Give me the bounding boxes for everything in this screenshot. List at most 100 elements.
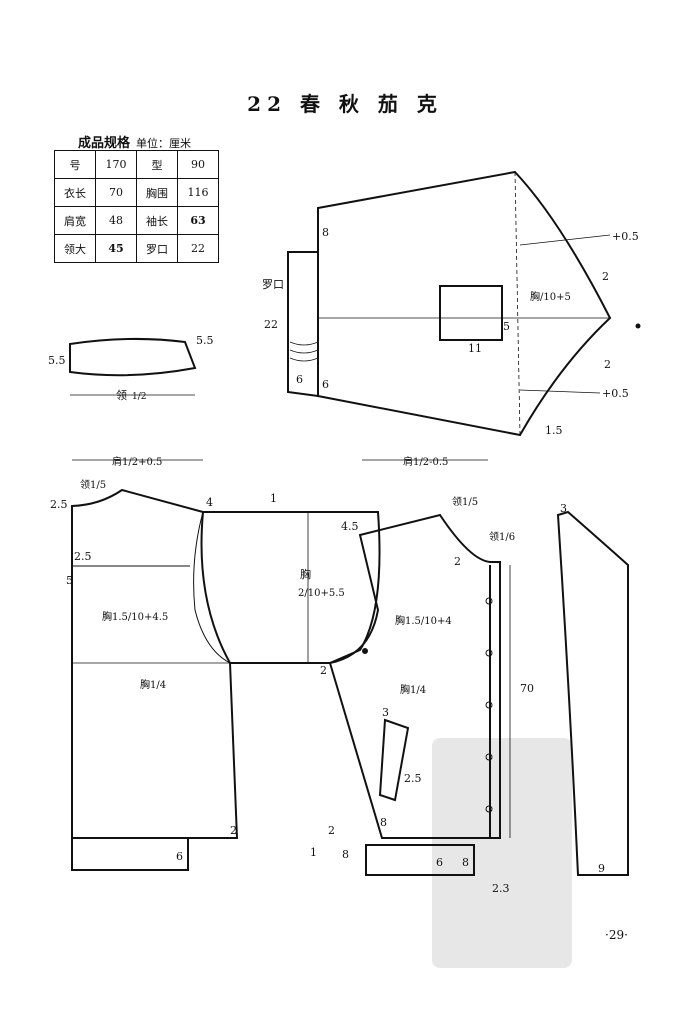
page-title: 22 春 秋 茄 克 <box>247 92 443 116</box>
front-label-8-a: 8 <box>380 816 387 829</box>
collar-label-55-right: 5.5 <box>196 334 214 347</box>
table-row: 肩宽 48 袖长 63 <box>54 206 219 235</box>
back-hem-band <box>71 837 189 871</box>
front-label-6: 6 <box>436 856 443 869</box>
back-label-6: 6 <box>176 850 183 863</box>
facing-label-9: 9 <box>598 862 605 875</box>
spec-cell: 170 <box>95 150 137 179</box>
notch-marker <box>362 648 368 654</box>
front-label-70: 70 <box>520 682 534 695</box>
front-label-2-mid: 2 <box>320 664 327 677</box>
spec-cell: 70 <box>95 178 137 207</box>
front-piece <box>328 513 501 839</box>
sleeve-cuff-22: 22 <box>264 318 278 331</box>
button-icon <box>485 805 493 813</box>
button-icon <box>485 753 493 761</box>
spec-cell: 45 <box>95 234 137 263</box>
spec-cell: 90 <box>177 150 219 179</box>
sleeve-pocket <box>439 285 503 341</box>
front-label-25: 2.5 <box>404 772 422 785</box>
page-number: ·29· <box>605 928 628 942</box>
spec-cell: 116 <box>177 178 219 207</box>
center-chest-formula: 2/10+5.5 <box>298 588 345 599</box>
front-ling15: 领1/5 <box>452 495 478 508</box>
spec-cell: 胸围 <box>136 178 178 207</box>
sleeve-label-6-right: 6 <box>322 378 329 391</box>
table-row: 衣长 70 胸围 116 <box>54 178 219 207</box>
center-armhole <box>203 511 381 664</box>
back-piece <box>71 488 239 839</box>
buttons <box>362 323 641 813</box>
spec-title: 成品规格 <box>78 136 131 151</box>
front-facing <box>556 510 629 876</box>
collar-label-ling: 领 <box>116 389 127 402</box>
facing-label-3: 3 <box>560 502 567 515</box>
front-label-2-top: 2 <box>454 555 461 568</box>
sleeve-vertical-line <box>514 171 521 436</box>
back-label-25-top: 2.5 <box>50 498 68 511</box>
notch-marker <box>635 323 641 329</box>
sleeve-diag-top <box>519 234 611 246</box>
sleeve-outline <box>317 170 612 437</box>
button-icon <box>485 597 493 605</box>
sleeve-label-plus05-top: +0.5 <box>612 230 639 243</box>
spec-cell: 领大 <box>54 234 96 263</box>
front-shoulder-label: 肩1/2-0.5 <box>403 455 448 468</box>
table-row: 号 170 型 90 <box>54 150 219 179</box>
sleeve-cuff <box>287 251 319 398</box>
front-label-8-c: 8 <box>462 856 469 869</box>
table-row: 领大 45 罗口 22 <box>54 234 219 263</box>
spec-cell: 号 <box>54 150 96 179</box>
front-label-23: 2.3 <box>492 882 510 895</box>
sleeve-chest-formula: 胸/10+5 <box>530 290 571 303</box>
spec-cell: 48 <box>95 206 137 235</box>
front-label-2-low: 2 <box>328 824 335 837</box>
back-chest-label: 胸1.5/10+4.5 <box>102 610 168 623</box>
spec-cell: 肩宽 <box>54 206 96 235</box>
spec-cell: 63 <box>177 206 219 235</box>
sleeve-diag-bot <box>519 389 601 394</box>
front-ling16: 领1/6 <box>489 530 515 543</box>
front-label-45: 4.5 <box>341 520 359 533</box>
spec-table: 号 170 型 90 衣长 70 胸围 116 肩宽 48 袖长 63 领大 4… <box>54 150 219 263</box>
spec-heading: 成品规格单位：厘米 <box>78 132 191 151</box>
sleeve-label-15: 1.5 <box>545 424 563 437</box>
front-pocket-flap <box>378 718 410 802</box>
collar-label-55-left: 5.5 <box>48 354 66 367</box>
collar-outline <box>69 337 197 377</box>
front-label-8-b: 8 <box>342 848 349 861</box>
sleeve-label-8: 8 <box>322 226 329 239</box>
sleeve-label-11: 11 <box>468 342 482 355</box>
center-label-1: 1 <box>270 492 277 505</box>
button-icon <box>485 701 493 709</box>
sleeve-label-2-top: 2 <box>602 270 609 283</box>
back-label-25-mid: 2.5 <box>74 550 92 563</box>
spec-cell: 衣长 <box>54 178 96 207</box>
button-icon <box>485 649 493 657</box>
sleeve-cuff-ribs <box>289 341 319 362</box>
front-chest-quarter: 胸1/4 <box>400 683 426 696</box>
spec-cell: 22 <box>177 234 219 263</box>
front-hem-band <box>365 844 475 876</box>
sleeve-cuff-label: 罗口 <box>262 278 284 291</box>
sleeve-label-2-bot: 2 <box>604 358 611 371</box>
sleeve-label-5: 5 <box>503 320 510 333</box>
watermark-stamp <box>432 738 572 968</box>
back-ling15: 领1/5 <box>80 478 106 491</box>
sleeve-label-plus05-bot: +0.5 <box>602 387 629 400</box>
front-chest-label: 胸1.5/10+4 <box>395 614 452 627</box>
back-shoulder-label: 肩1/2+0.5 <box>112 455 162 468</box>
spec-unit: 单位：厘米 <box>136 137 192 150</box>
spec-cell: 罗口 <box>136 234 178 263</box>
front-label-3: 3 <box>382 706 389 719</box>
center-chest-label: 胸 <box>300 567 311 581</box>
back-label-4: 4 <box>206 496 213 509</box>
collar-label-half: 1/2 <box>132 392 146 402</box>
back-armhole-curve <box>193 511 231 664</box>
back-chest-quarter: 胸1/4 <box>140 678 166 691</box>
back-label-2: 2 <box>230 824 237 837</box>
front-label-1: 1 <box>310 846 317 859</box>
sleeve-label-6-left: 6 <box>296 373 303 386</box>
back-label-5: 5 <box>66 574 73 587</box>
